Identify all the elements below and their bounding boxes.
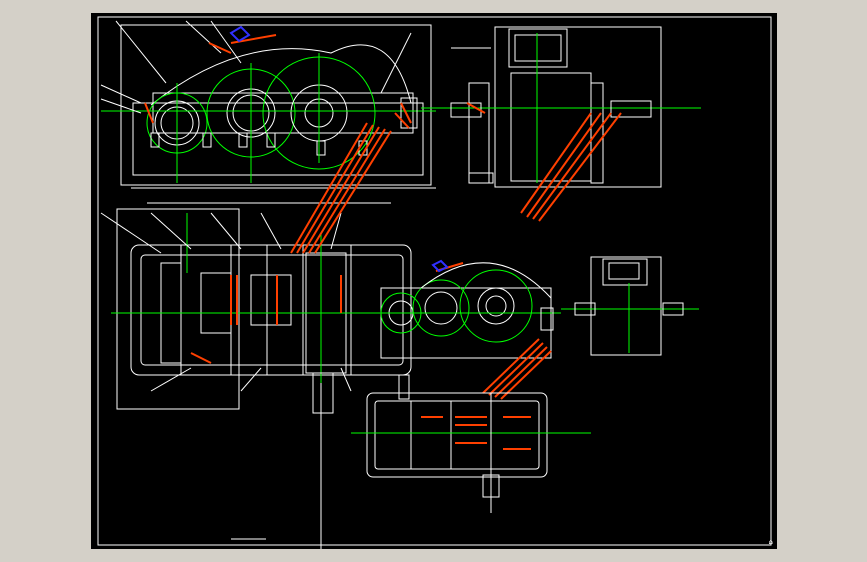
small-front-breather bbox=[431, 259, 449, 273]
drawing-frame bbox=[97, 16, 772, 546]
side-view-gearbox bbox=[421, 26, 701, 188]
corner-label: ⌂ bbox=[768, 538, 773, 546]
small-top-section-hatching bbox=[421, 416, 531, 450]
front-view-gearbox bbox=[100, 20, 436, 204]
top-section-view bbox=[100, 208, 412, 549]
small-side-view bbox=[561, 256, 699, 356]
small-front-view bbox=[371, 262, 561, 359]
top-section-hatching bbox=[190, 122, 392, 364]
small-top-section-view bbox=[351, 374, 591, 513]
side-view-hatching bbox=[466, 102, 622, 222]
small-front-hatching bbox=[435, 262, 552, 400]
cad-drawing-canvas[interactable]: ⌂ bbox=[91, 13, 777, 549]
cad-drawing bbox=[97, 16, 772, 549]
front-view-breather bbox=[229, 25, 251, 43]
front-view-hatching bbox=[144, 34, 412, 129]
